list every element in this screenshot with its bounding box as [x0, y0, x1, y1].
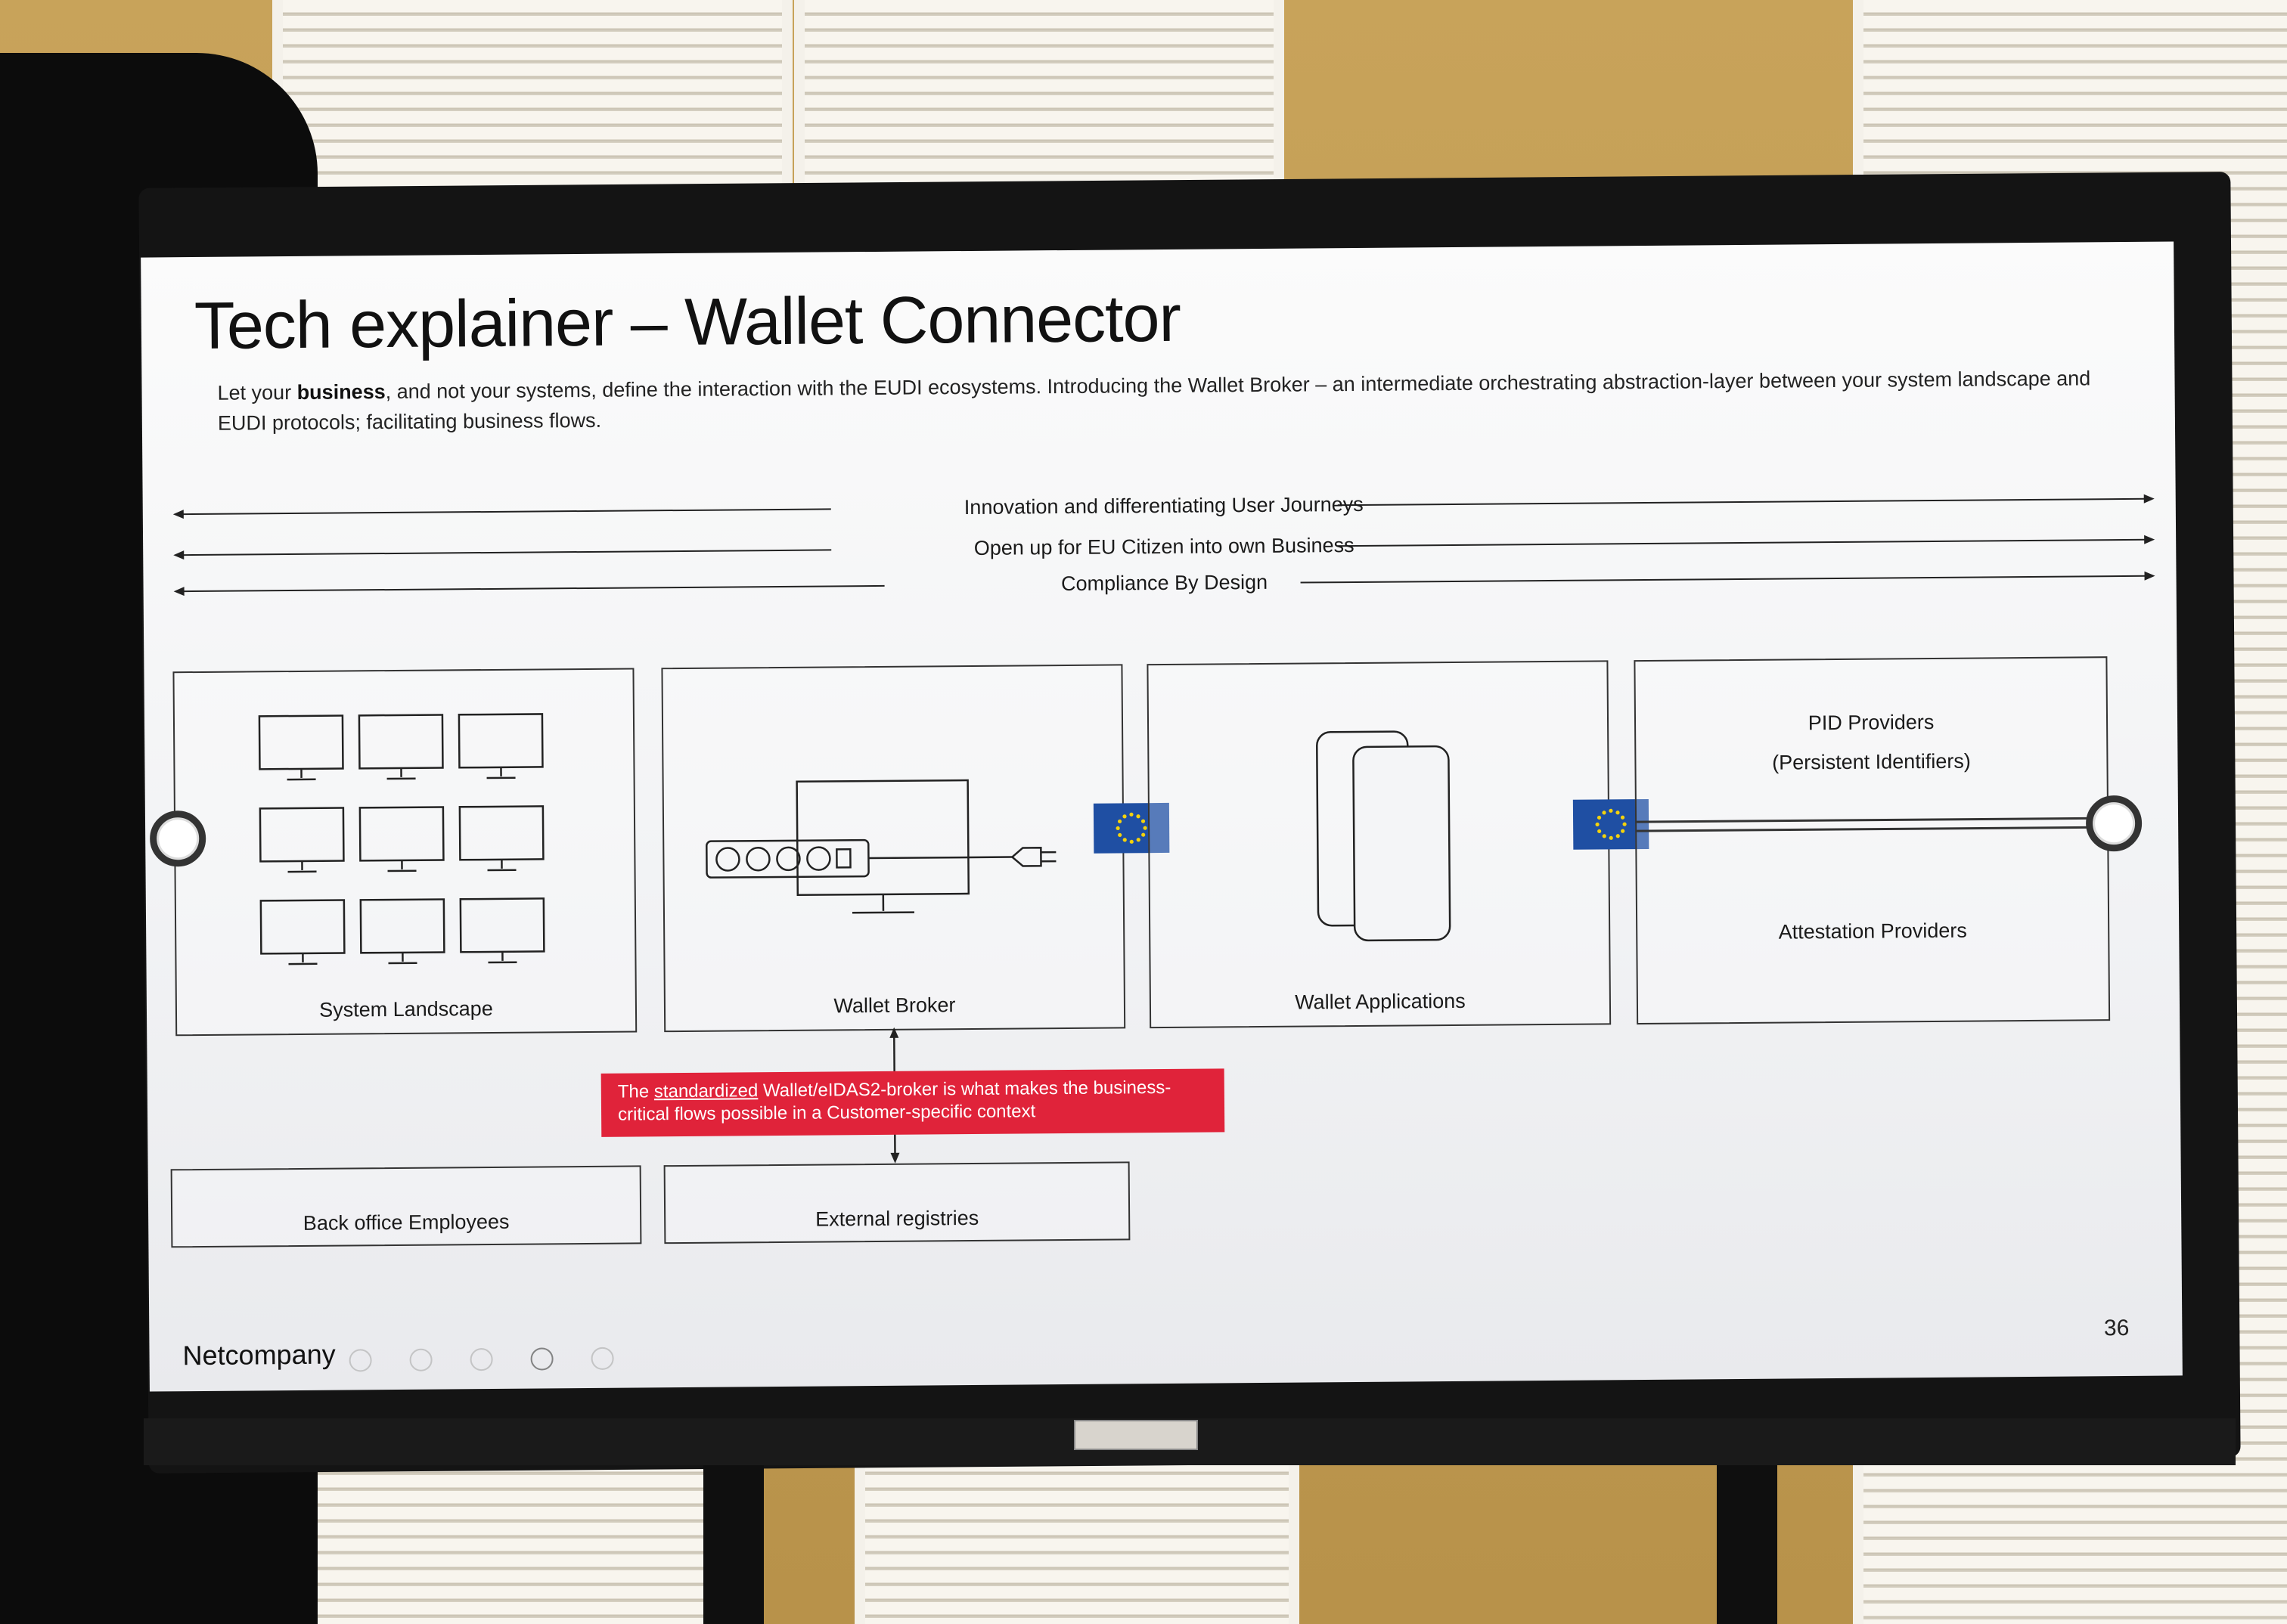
wallet-broker-illustration: [706, 779, 1057, 914]
window-blinds-left: [272, 0, 793, 197]
plug-icon: [1010, 846, 1042, 867]
left-connector-ring-icon: [149, 810, 206, 867]
netcompany-logo: Netcompany: [182, 1338, 336, 1371]
slide-title: Tech explainer – Wallet Connector: [194, 280, 1181, 364]
eu-flag-icon: [1572, 798, 1649, 850]
double-arrow-icon: [172, 494, 2155, 519]
intro-prefix: Let your: [217, 380, 297, 404]
slide-page-number: 36: [2103, 1315, 2130, 1341]
double-arrow-icon: [173, 571, 2155, 597]
provider-rail: [1637, 817, 2099, 832]
callout-prefix: The: [617, 1081, 654, 1102]
presenter-control-icon[interactable]: [530, 1347, 554, 1371]
eu-flag-icon: [1093, 802, 1170, 854]
attestation-providers-label: Attestation Providers: [1778, 919, 1967, 944]
monitor-stand-left: [703, 1465, 764, 1624]
wallet-broker-label: Wallet Broker: [833, 993, 956, 1018]
system-landscape-label: System Landscape: [319, 996, 493, 1021]
presentation-slide: Tech explainer – Wallet Connector Let yo…: [141, 241, 2183, 1392]
window-blinds-center: [794, 0, 1284, 197]
window-blinds-bottom-left: [303, 1459, 747, 1624]
monitor-logo-plate: [1074, 1420, 1198, 1450]
right-connector-ring-icon: [2085, 795, 2143, 852]
presenter-control-icon[interactable]: [409, 1348, 433, 1371]
wallet-applications-label: Wallet Applications: [1295, 989, 1466, 1014]
pid-providers-label: PID Providers: [1808, 710, 1935, 735]
back-office-label: Back office Employees: [303, 1210, 510, 1235]
wallet-broker-box: Wallet Broker: [661, 664, 1126, 1033]
phone-icon: [1316, 730, 1451, 942]
external-registries-box: External registries: [663, 1161, 1131, 1244]
presenter-control-icon[interactable]: [470, 1347, 493, 1371]
presenter-control-icon[interactable]: [591, 1347, 614, 1370]
journey-row-3: Compliance By Design: [173, 559, 2155, 609]
wallet-applications-box: Wallet Applications: [1147, 660, 1612, 1029]
journey-row-2: Open up for EU Citizen into own Business: [173, 523, 2155, 572]
power-strip-icon: [706, 838, 870, 879]
back-office-box: Back office Employees: [170, 1165, 642, 1248]
intro-bold: business: [296, 380, 386, 404]
intro-paragraph: Let your business, and not your systems,…: [217, 363, 2109, 439]
callout-underlined: standardized: [653, 1080, 759, 1102]
monitor-stand-right: [1717, 1465, 1777, 1624]
intro-rest: , and not your systems, define the inter…: [217, 367, 2091, 435]
monitor-icon: [796, 779, 970, 897]
monitor-grid: [258, 713, 545, 965]
double-arrow-icon: [173, 535, 2155, 560]
presenter-control-icon[interactable]: [349, 1349, 372, 1372]
providers-box: PID Providers (Persistent Identifiers) A…: [1634, 656, 2111, 1025]
window-blinds-bottom-center: [855, 1459, 1299, 1624]
journey-row-1: Innovation and differentiating User Jour…: [172, 482, 2155, 532]
external-registries-label: External registries: [815, 1206, 979, 1231]
system-landscape-box: System Landscape: [172, 668, 638, 1037]
broker-callout: The standardized Wallet/eIDAS2-broker is…: [600, 1068, 1225, 1137]
pid-providers-sub-label: (Persistent Identifiers): [1772, 749, 1971, 774]
